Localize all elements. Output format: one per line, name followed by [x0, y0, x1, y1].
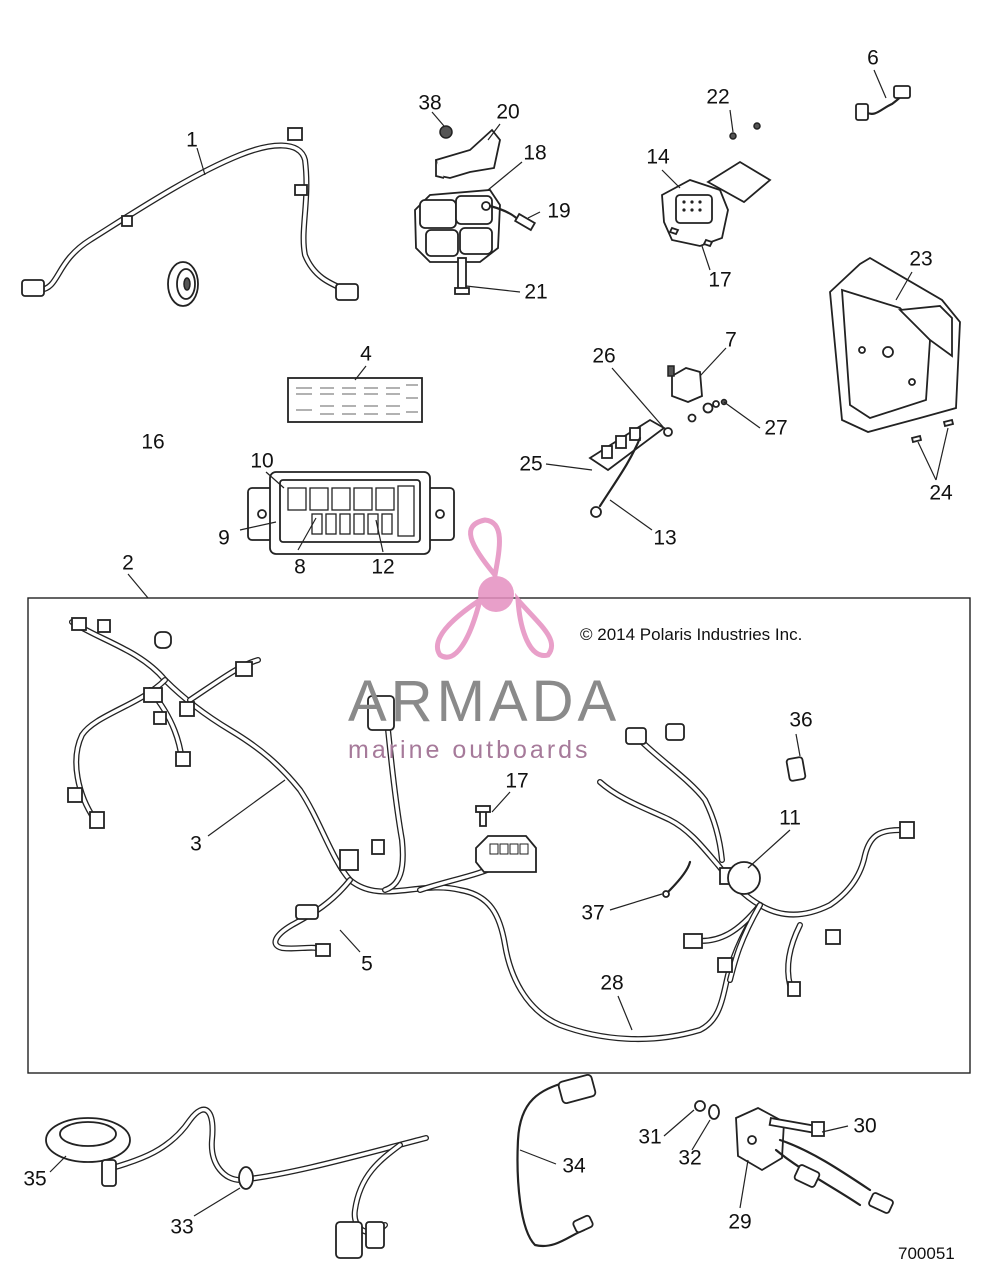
- callout-33: 33: [170, 1215, 194, 1239]
- part-31-nut: [694, 1100, 706, 1112]
- callout-24: 24: [929, 481, 953, 505]
- callout-8: 8: [294, 555, 306, 579]
- callout-26: 26: [592, 344, 616, 368]
- callout-38: 38: [418, 91, 442, 115]
- callout-11: 11: [779, 806, 801, 830]
- callout-21: 21: [524, 280, 548, 304]
- part-16-grommet: [167, 261, 199, 307]
- callout-14: 14: [646, 145, 670, 169]
- part-23-ecu: [829, 256, 961, 433]
- part-2-main-harness-right: [597, 723, 915, 997]
- part-2-main-harness: [67, 617, 763, 1043]
- callout-6: 6: [867, 46, 879, 70]
- callout-13: 13: [653, 526, 677, 550]
- watermark-propeller: [434, 517, 555, 660]
- leader-lines: [49, 69, 949, 1217]
- part-19-lead: [481, 201, 537, 232]
- part-33-harness: [101, 1106, 429, 1259]
- part-38-nut: [439, 125, 453, 139]
- part-1-harness: [21, 127, 359, 301]
- part-17-screw-lower: [475, 805, 491, 827]
- callout-16: 16: [141, 430, 165, 454]
- part-13-cable: [590, 436, 642, 518]
- watermark-title: ARMADA: [348, 669, 621, 734]
- part-25-bus-bar: [588, 418, 666, 472]
- part-14-module: [661, 179, 729, 247]
- callout-1: 1: [186, 128, 198, 152]
- harness-fuse-block: [475, 835, 537, 873]
- callout-7: 7: [725, 328, 737, 352]
- part-35-housing: [45, 1117, 131, 1163]
- callout-4: 4: [360, 342, 372, 366]
- callout-23: 23: [909, 247, 933, 271]
- part-7-relay: [667, 365, 703, 403]
- part-14-cover: [706, 160, 772, 204]
- part-34-sensor-lead: [516, 1073, 597, 1248]
- part-29-regulator: [735, 1106, 894, 1214]
- callout-19: 19: [547, 199, 571, 223]
- callout-3: 3: [190, 832, 202, 856]
- callout-17-top: 17: [708, 268, 732, 292]
- watermark-subtitle: marine outboards: [348, 736, 591, 764]
- callout-29: 29: [728, 1210, 752, 1234]
- callout-31: 31: [638, 1125, 662, 1149]
- callout-12: 12: [371, 555, 395, 579]
- callout-36: 36: [789, 708, 813, 732]
- part-17-screws-top: [668, 226, 714, 248]
- part-32-washer: [708, 1104, 720, 1120]
- callout-30: 30: [853, 1114, 877, 1138]
- callout-20: 20: [496, 100, 520, 124]
- callout-17-lower: 17: [505, 769, 529, 793]
- callout-35: 35: [23, 1167, 47, 1191]
- callout-10: 10: [250, 449, 274, 473]
- part-10-fuse-box: [247, 471, 455, 555]
- part-36-connector: [785, 756, 807, 782]
- callout-2: 2: [122, 551, 134, 575]
- callout-9: 9: [218, 526, 230, 550]
- callout-37: 37: [581, 901, 605, 925]
- drawing-number: 700051: [898, 1244, 955, 1263]
- callout-18: 18: [523, 141, 547, 165]
- part-20-bracket: [434, 128, 501, 179]
- copyright-text: © 2014 Polaris Industries Inc.: [580, 625, 803, 644]
- part-26-nut: [663, 427, 673, 437]
- part-4-decal: [287, 377, 423, 423]
- part-6-sensor: [855, 85, 911, 121]
- part-22-nuts: [729, 122, 761, 140]
- callout-32: 32: [678, 1146, 702, 1170]
- callout-28: 28: [600, 971, 624, 995]
- callout-5: 5: [361, 952, 373, 976]
- part-21-bolt: [454, 257, 470, 295]
- part-37-lead: [662, 860, 692, 898]
- part-30-bolt: [768, 1117, 825, 1137]
- callout-25: 25: [519, 452, 543, 476]
- part-24-screws: [910, 418, 955, 444]
- callout-34: 34: [562, 1154, 586, 1178]
- part-27-hardware: [687, 398, 728, 423]
- callout-27: 27: [764, 416, 788, 440]
- callout-22: 22: [706, 85, 730, 109]
- part-18-relay-block: [414, 189, 501, 263]
